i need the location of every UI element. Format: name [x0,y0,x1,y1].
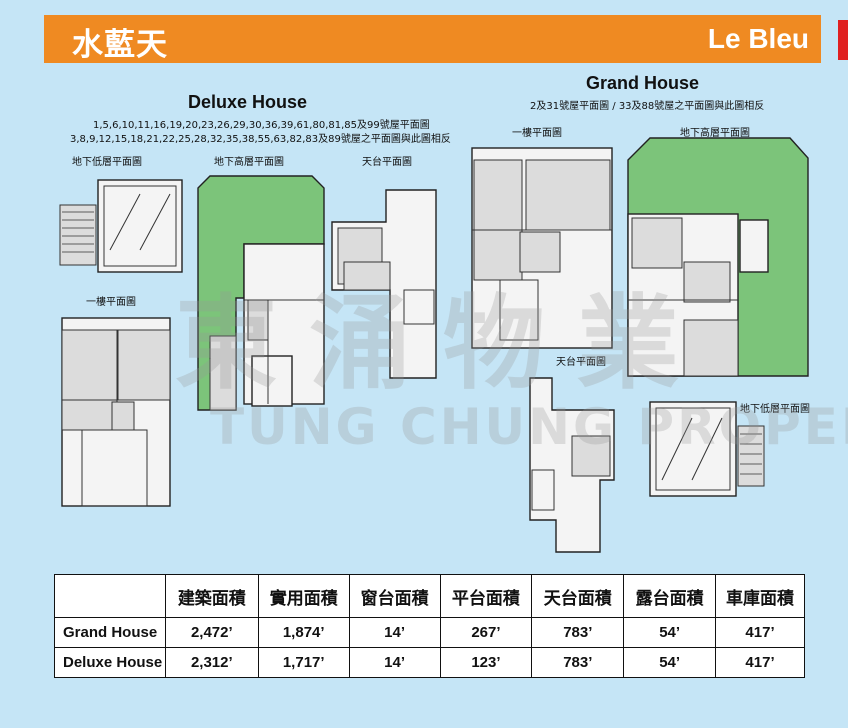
deluxe-roof-label: 天台平面圖 [362,157,412,168]
table-row: Grand House 2,472’ 1,874’ 14’ 267’ 783’ … [54,617,805,649]
table-cell: 783’ [531,617,625,649]
table-cell: 54’ [623,617,717,649]
grand-first-floor-plan [471,147,613,349]
grand-house-note: 2及31號屋平面圖 / 33及88號屋之平面圖與此圖相反 [530,101,765,112]
table-cell: 417’ [715,647,805,678]
table-header-row: 建築面積 實用面積 窗台面積 平台面積 天台面積 露台面積 車庫面積 [54,573,805,619]
table-header-balcony-area: 露台面積 [623,573,717,619]
table-cell: 54’ [623,647,717,678]
deluxe-first-floor-plan [61,317,171,507]
deluxe-first-floor-label: 一樓平面圖 [86,297,136,308]
estate-name-english: Le Bleu [707,23,809,54]
row-label-grand-house: Grand House [54,617,166,649]
deluxe-upper-ground-label: 地下高層平面圖 [214,157,284,168]
table-cell: 267’ [439,617,533,649]
table-cell: 783’ [531,647,625,678]
table-cell: 14’ [348,647,441,678]
grand-house-title: Grand House [586,73,700,93]
deluxe-house-title: Deluxe House [188,92,308,112]
table-header-garage-area: 車庫面積 [715,573,805,619]
accent-tab [838,20,848,60]
grand-upper-ground-plan [627,137,809,377]
grand-roof-plan [529,377,615,553]
row-label-deluxe-house: Deluxe House [54,647,166,678]
table-row: Deluxe House 2,312’ 1,717’ 14’ 123’ 783’… [54,647,805,678]
table-header-blank [54,573,166,619]
table-header-roof-area: 天台面積 [531,573,625,619]
deluxe-roof-plan [331,189,437,379]
estate-name-chinese: 水藍天 [72,27,168,63]
table-header-terrace-area: 平台面積 [439,573,533,619]
table-cell: 2,312’ [164,647,259,678]
deluxe-upper-ground-plan [197,175,325,411]
grand-lower-ground-label: 地下低層平面圖 [740,404,810,415]
deluxe-lower-ground-label: 地下低層平面圖 [72,157,142,168]
header-banner: 水藍天 Le Bleu [44,15,821,63]
grand-lower-ground-plan [649,401,765,497]
deluxe-house-note-1: 1,5,6,10,11,16,19,20,23,26,29,30,36,39,6… [93,120,430,131]
grand-first-floor-label: 一樓平面圖 [512,128,562,139]
table-header-saleable-area: 實用面積 [257,573,350,619]
table-cell: 1,874’ [257,617,350,649]
area-table: 建築面積 實用面積 窗台面積 平台面積 天台面積 露台面積 車庫面積 Grand… [54,573,805,678]
deluxe-lower-ground-plan [59,179,183,273]
table-header-gross-area: 建築面積 [164,573,259,619]
table-cell: 417’ [715,617,805,649]
grand-upper-ground-label: 地下高層平面圖 [680,128,750,139]
table-header-bay-window-area: 窗台面積 [348,573,441,619]
table-cell: 123’ [439,647,533,678]
table-cell: 2,472’ [164,617,259,649]
grand-roof-label: 天台平面圖 [556,357,606,368]
table-cell: 1,717’ [257,647,350,678]
table-cell: 14’ [348,617,441,649]
deluxe-house-note-2: 3,8,9,12,15,18,21,22,25,28,32,35,38,55,6… [70,134,451,145]
